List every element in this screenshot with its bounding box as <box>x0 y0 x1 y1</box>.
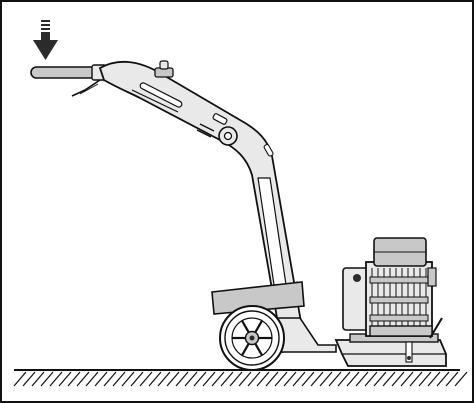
hatch-stroke <box>274 371 288 387</box>
handle-arm <box>98 60 307 354</box>
hatch-stroke <box>13 371 27 387</box>
hatch-stroke <box>418 371 432 387</box>
hatch-stroke <box>409 371 423 387</box>
hatch-stroke <box>211 371 225 387</box>
hatch-stroke <box>364 371 378 387</box>
hatch-stroke <box>238 371 252 387</box>
hatch-stroke <box>400 371 414 387</box>
hatch-stroke <box>202 371 216 387</box>
floor-hatching <box>13 371 468 387</box>
hatch-stroke <box>166 371 180 387</box>
hatch-stroke <box>40 371 54 387</box>
hatch-stroke <box>265 371 279 387</box>
hatch-stroke <box>85 371 99 387</box>
hatch-stroke <box>454 371 468 387</box>
hatch-stroke <box>256 371 270 387</box>
hatch-stroke <box>436 371 450 387</box>
handle-grip <box>30 64 107 81</box>
down-arrow-icon <box>33 20 58 60</box>
wheel-spoke <box>254 342 263 356</box>
hatch-stroke <box>94 371 108 387</box>
hatch-stroke <box>139 371 153 387</box>
hatch-stroke <box>319 371 333 387</box>
motor-band <box>369 276 429 284</box>
hatch-stroke <box>346 371 360 387</box>
wheel-spoke <box>254 320 263 334</box>
hatch-stroke <box>112 371 126 387</box>
wheel-spoke <box>241 320 250 334</box>
hatch-stroke <box>310 371 324 387</box>
hatch-stroke <box>58 371 72 387</box>
hatch-stroke <box>247 371 261 387</box>
hatch-stroke <box>337 371 351 387</box>
wheel-spoke <box>241 342 250 356</box>
motor <box>342 237 443 339</box>
hatch-stroke <box>301 371 315 387</box>
hatch-stroke <box>328 371 342 387</box>
hatch-stroke <box>175 371 189 387</box>
hatch-stroke <box>391 371 405 387</box>
hatch-stroke <box>103 371 117 387</box>
hatch-stroke <box>292 371 306 387</box>
floor <box>13 369 468 387</box>
hatch-stroke <box>220 371 234 387</box>
motor-band <box>369 296 429 304</box>
handle-lever <box>71 79 101 97</box>
hatch-stroke <box>148 371 162 387</box>
hatch-stroke <box>121 371 135 387</box>
hatch-stroke <box>382 371 396 387</box>
hatch-stroke <box>22 371 36 387</box>
hatch-stroke <box>184 371 198 387</box>
hatch-stroke <box>130 371 144 387</box>
hatch-stroke <box>355 371 369 387</box>
hatch-stroke <box>157 371 171 387</box>
hatch-stroke <box>229 371 243 387</box>
hatch-stroke <box>193 371 207 387</box>
grinding-head <box>334 333 447 367</box>
motor-cooling-fins <box>369 268 429 330</box>
hatch-stroke <box>76 371 90 387</box>
hatch-stroke <box>49 371 63 387</box>
wheel-spokes <box>232 320 272 356</box>
hatch-stroke <box>427 371 441 387</box>
hatch-stroke <box>31 371 45 387</box>
hatch-stroke <box>67 371 81 387</box>
hatch-stroke <box>373 371 387 387</box>
wheel <box>219 305 285 371</box>
motor-band <box>369 314 429 322</box>
hatch-stroke <box>283 371 297 387</box>
hatch-stroke <box>445 371 459 387</box>
